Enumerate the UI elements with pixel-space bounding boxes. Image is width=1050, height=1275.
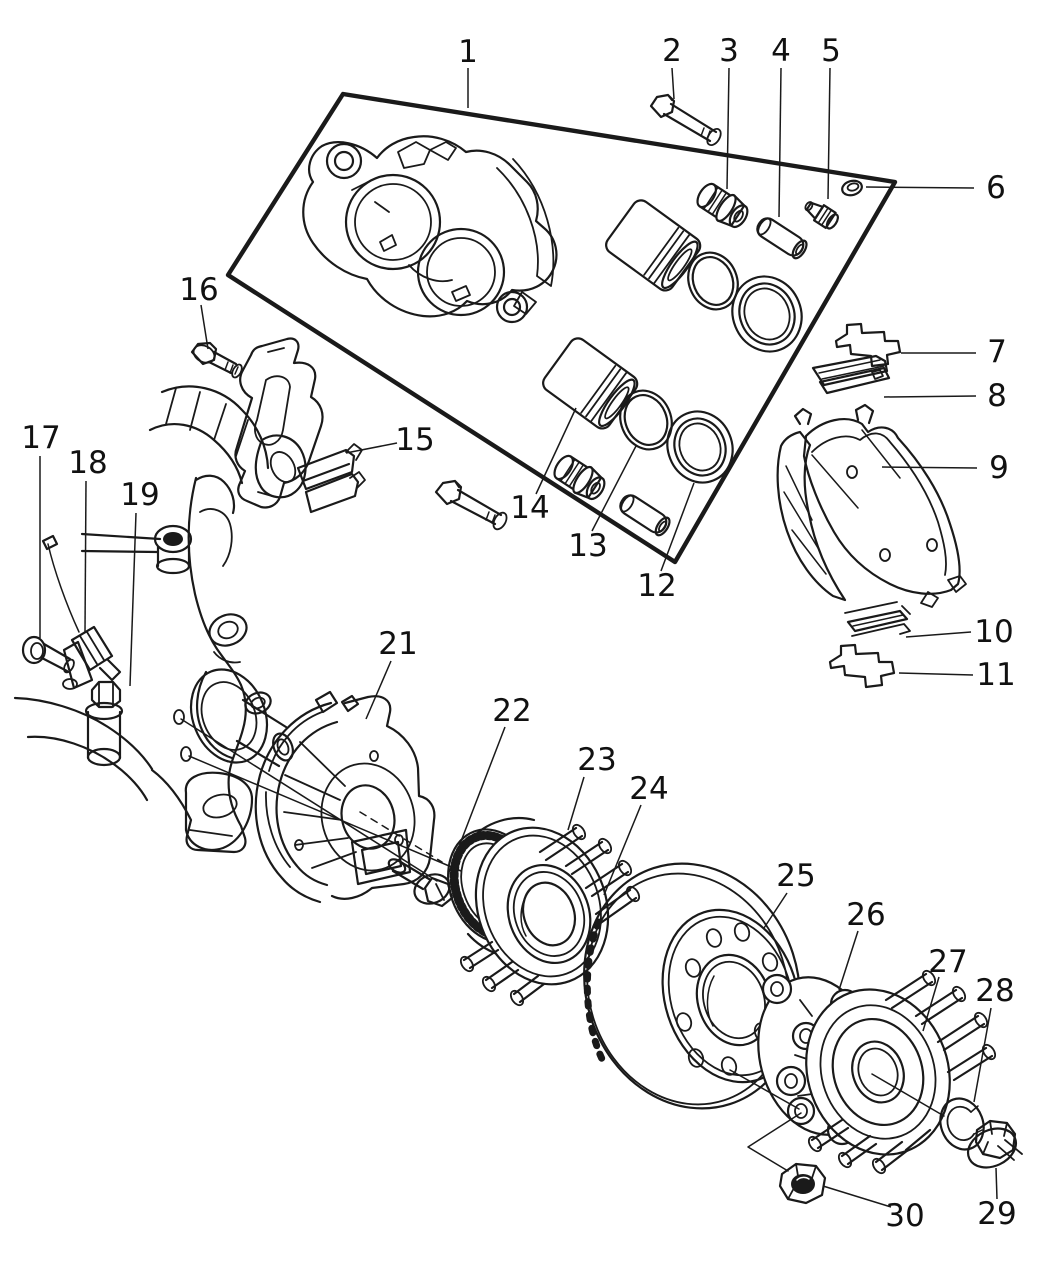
callout-leader-9 <box>881 466 978 469</box>
anti-rattle-clip-10 <box>844 601 911 637</box>
callout-number-16: 16 <box>179 272 218 308</box>
axle-nut-30 <box>778 1162 827 1205</box>
callout-leader-24 <box>603 804 642 896</box>
callout-leader-29 <box>995 1167 998 1200</box>
callout-leader-28 <box>973 1007 992 1103</box>
callout-leader-2 <box>671 67 675 100</box>
callout-number-3: 3 <box>719 33 739 69</box>
caliper-piston-upper <box>605 199 702 292</box>
callout-number-19: 19 <box>120 477 159 513</box>
callout-leader-4 <box>778 67 782 218</box>
callout-number-17: 17 <box>21 420 60 456</box>
callout-leader-12 <box>660 482 695 572</box>
callout-number-29: 29 <box>977 1196 1016 1232</box>
piston-boot-12 <box>666 410 734 484</box>
callout-number-23: 23 <box>577 742 616 778</box>
hub-flange-studs-24 <box>459 823 641 1007</box>
callout-number-1: 1 <box>458 34 478 70</box>
callout-leader-3 <box>726 67 730 190</box>
callout-leader-10 <box>905 631 972 638</box>
callout-number-14: 14 <box>510 490 549 526</box>
callout-number-24: 24 <box>629 771 668 807</box>
caliper-guide-pin-bolt-left <box>434 479 508 531</box>
callout-number-5: 5 <box>821 33 841 69</box>
callout-number-8: 8 <box>987 378 1007 414</box>
caliper-guide-pin-bolt-top <box>649 93 722 147</box>
bracket-bolt-16 <box>190 341 243 379</box>
pad-retainer-clip-11 <box>828 643 896 689</box>
callout-number-11: 11 <box>976 657 1015 693</box>
brake-pads-9 <box>776 403 967 608</box>
callout-leader-13 <box>591 445 637 532</box>
callout-leader-27 <box>922 976 940 1032</box>
callout-leader-23 <box>567 776 585 831</box>
callout-leader-18 <box>84 480 87 633</box>
callout-number-7: 7 <box>987 334 1007 370</box>
callout-number-22: 22 <box>492 693 531 729</box>
caliper-pin-4 <box>756 217 808 260</box>
callout-leader-25 <box>763 892 788 929</box>
callout-leader-14 <box>535 407 577 495</box>
brake-caliper <box>302 135 558 324</box>
callout-number-26: 26 <box>846 897 885 933</box>
callout-leader-15 <box>345 442 398 454</box>
callout-leader-26 <box>838 930 859 991</box>
spindle-nut-29 <box>966 1119 1023 1169</box>
assembly-leader-lines <box>180 718 945 1172</box>
callout-leader-6 <box>865 186 975 189</box>
callout-number-9: 9 <box>989 450 1009 486</box>
caliper-piston-lower-14 <box>542 337 639 430</box>
piston-seal-oring-13 <box>619 389 673 451</box>
callout-number-18: 18 <box>68 445 107 481</box>
hub-bearing-26 <box>757 969 997 1175</box>
bleeder-screw-5 <box>804 201 839 230</box>
callout-number-2: 2 <box>662 33 682 69</box>
wheel-speed-sensor-18 <box>41 534 122 690</box>
callout-leader-21 <box>365 660 392 720</box>
steering-knuckle <box>13 385 307 854</box>
piston-seal-oring-upper <box>687 251 739 311</box>
callout-leader-16 <box>200 304 209 350</box>
spindle-washer-28 <box>939 1097 985 1151</box>
callout-leader-5 <box>827 67 831 200</box>
pad-shim-8 <box>811 354 891 395</box>
pad-retainer-clip-7 <box>834 322 902 368</box>
caliper-pin-lower <box>619 494 671 537</box>
callout-number-28: 28 <box>975 973 1014 1009</box>
bleeder-cap-6 <box>841 179 863 197</box>
callout-number-12: 12 <box>637 568 676 604</box>
caliper-kit-frame-box <box>225 91 898 565</box>
callout-number-10: 10 <box>974 614 1013 650</box>
callout-number-13: 13 <box>568 528 607 564</box>
callout-number-15: 15 <box>395 422 434 458</box>
callout-number-27: 27 <box>928 944 967 980</box>
piston-fitting-3 <box>696 182 749 229</box>
hub-studs-27-back <box>807 1118 932 1175</box>
callout-number-21: 21 <box>378 626 417 662</box>
callout-leader-8 <box>883 395 977 398</box>
callout-number-30: 30 <box>885 1198 924 1234</box>
callout-number-6: 6 <box>986 170 1006 206</box>
callout-leader-22 <box>447 726 506 876</box>
wheel-studs-front <box>538 823 641 924</box>
hub-studs-27-front <box>884 969 997 1082</box>
wheel-studs-back <box>459 940 546 1007</box>
callout-leader-30 <box>822 1185 892 1208</box>
piston-fitting-lower <box>553 454 606 501</box>
piston-boot-upper <box>731 275 803 353</box>
callout-leader-11 <box>898 672 974 676</box>
splash-shield-21 <box>254 690 436 904</box>
callout-number-4: 4 <box>771 33 791 69</box>
callout-number-25: 25 <box>776 858 815 894</box>
callout-leader-19 <box>129 512 137 687</box>
